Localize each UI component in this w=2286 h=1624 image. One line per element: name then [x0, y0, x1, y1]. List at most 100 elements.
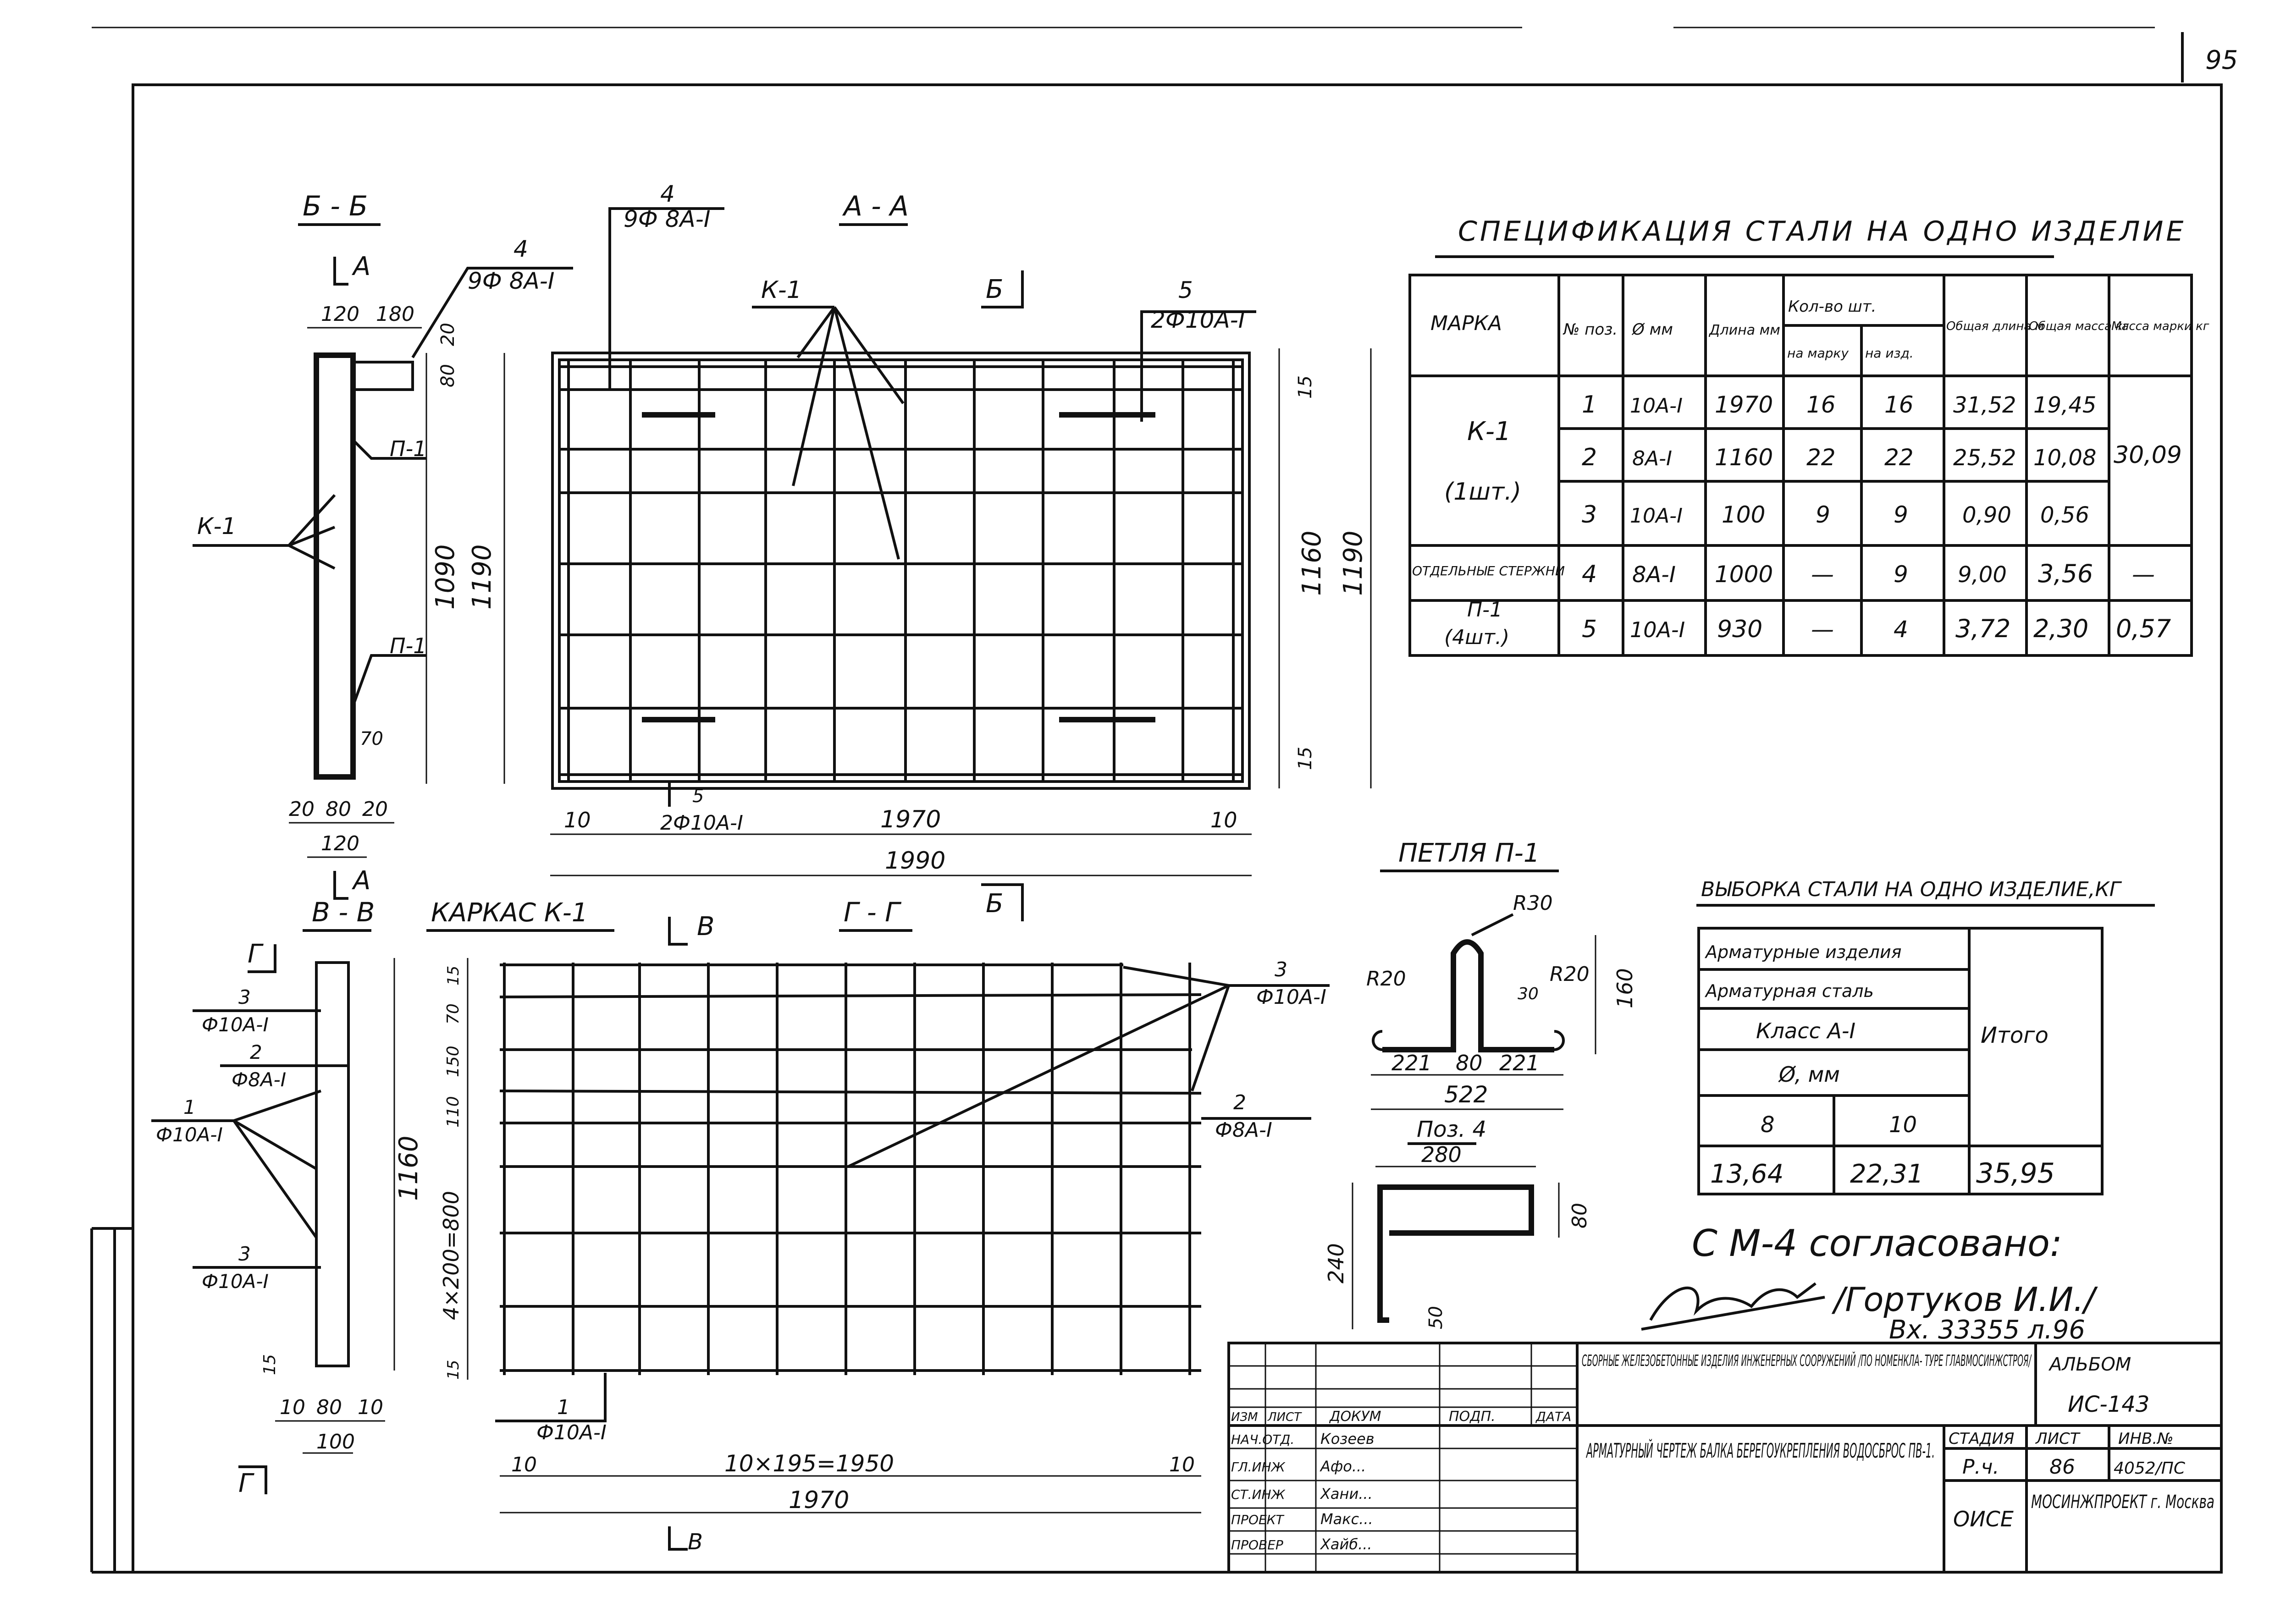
left-strip [90, 1227, 133, 1574]
inv-value: 4052/ПС [2114, 1459, 2186, 1478]
svg-text:5: 5 [1582, 616, 1597, 643]
selection-row4: Ø, мм [1778, 1062, 1840, 1087]
svg-text:10,08: 10,08 [2033, 445, 2096, 471]
callout-vv-pos1-bar: Ф10А-I [156, 1123, 223, 1146]
svg-text:ДОКУМ: ДОКУМ [1329, 1409, 1381, 1425]
section-aa: А - А 4 9Ф 8А-I К-1 Б 5 2Ф10А-I [550, 181, 1372, 921]
dim-aa-1190: 1190 [1338, 530, 1368, 596]
svg-text:0,56: 0,56 [2040, 502, 2089, 528]
dim-gg-15: 15 [444, 966, 463, 985]
dim-bb-80-b: 80 [326, 798, 351, 821]
marker-g-bottom-vv: Г [238, 1469, 254, 1498]
dim-p1-522: 522 [1444, 1081, 1488, 1108]
selection-row2: Арматурная сталь [1704, 981, 1874, 1001]
svg-text:9: 9 [1894, 561, 1908, 588]
svg-text:31,52: 31,52 [1953, 392, 2016, 418]
marker-g-top-vv: Г [248, 939, 264, 969]
loop-p1: ПЕТЛЯ П-1 R30 R20 R20 30 160 221 80 221 … [1324, 838, 1637, 1329]
dim-aa-1160: 1160 [1297, 530, 1327, 596]
spec-header-total-length: Общая длина м [1946, 319, 2044, 333]
sheet-value: 86 [2049, 1455, 2075, 1479]
marker-v-bottom: В [688, 1529, 703, 1555]
svg-text:9: 9 [1816, 501, 1830, 528]
spec-header-qty: Кол-во шт. [1788, 297, 1876, 316]
loop-p1-title: ПЕТЛЯ П-1 [1398, 838, 1540, 868]
dim-pos4-80: 80 [1568, 1203, 1591, 1228]
svg-text:ГЛ.ИНЖ: ГЛ.ИНЖ [1231, 1459, 1286, 1475]
org-name-text: МОСИНЖПРОЕКТ г. Москва [2031, 1492, 2214, 1513]
spec-group-k1-mass: 30,09 [2114, 441, 2182, 469]
spec-table-title: СПЕЦИФИКАЦИЯ СТАЛИ НА ОДНО ИЗДЕЛИЕ [1458, 215, 2186, 248]
svg-text:Макс...: Макс... [1320, 1510, 1373, 1528]
org-name: МОСИНЖПРОЕКТ г. Москва [2031, 1492, 2214, 1513]
approval-name: /Гортуков И.И./ [1831, 1280, 2098, 1319]
dim-gg-10-r: 10 [1169, 1453, 1195, 1476]
dim-aa-1990: 1990 [885, 847, 945, 875]
dim-vv-10-l: 10 [280, 1396, 305, 1419]
dim-bb-120-b: 120 [321, 832, 359, 855]
callout-vv-pos3: 3 [238, 986, 251, 1008]
spec-group-k1: К-1 [1467, 417, 1511, 446]
svg-text:ДАТА: ДАТА [1535, 1409, 1571, 1424]
svg-text:0,90: 0,90 [1962, 502, 2011, 528]
callout-gg-pos2-bar: Ф8А-I [1215, 1118, 1272, 1142]
callout-bb-k1: К-1 [197, 513, 236, 539]
dim-bb-20-r: 20 [362, 798, 388, 821]
svg-text:1160: 1160 [1715, 444, 1773, 471]
spec-header-qty-mark: на марку [1787, 346, 1849, 361]
dim-bb-80-top: 80 [437, 364, 458, 387]
aa-grid [559, 360, 1242, 782]
marker-a-bottom: А [352, 866, 370, 896]
callout-vv-pos3-bar: Ф10А-I [202, 1013, 269, 1036]
svg-text:16: 16 [1806, 391, 1836, 418]
callout-bb-pos4: 4 [514, 236, 528, 262]
svg-text:1970: 1970 [1715, 391, 1773, 418]
callout-gg-pos3-bar: Ф10А-I [1256, 985, 1326, 1009]
dim-gg-70: 70 [444, 1003, 463, 1024]
selection-d10: 10 [1889, 1112, 1917, 1138]
svg-text:4: 4 [1582, 561, 1597, 588]
album-title-text: СБОРНЫЕ ЖЕЛЕЗОБЕТОННЫЕ ИЗДЕЛИЯ ИНЖЕНЕРНЫ… [1582, 1351, 2032, 1370]
dim-bb-20-top: 20 [437, 323, 458, 346]
callout-vv-pos2-bar: Ф8А-I [232, 1068, 286, 1091]
selection-d8: 8 [1761, 1112, 1775, 1138]
dim-p1-221-r: 221 [1499, 1051, 1540, 1075]
svg-text:ПРОВЕР: ПРОВЕР [1231, 1537, 1283, 1552]
svg-text:930: 930 [1717, 616, 1762, 643]
svg-text:1: 1 [1582, 391, 1597, 418]
callout-gg-pos1: 1 [557, 1396, 570, 1419]
selection-v10: 22,31 [1850, 1159, 1923, 1189]
svg-text:ЛИСТ: ЛИСТ [1267, 1410, 1302, 1424]
selection-total-label: Итого [1981, 1023, 2049, 1048]
marker-a-top: А [352, 252, 370, 281]
dim-p1-r20-r: R20 [1550, 963, 1590, 986]
org-short: ОИСЕ [1953, 1507, 2014, 1531]
callout-aa-pos5-bottom: 5 [692, 786, 704, 807]
spec-group-p1-count: (4шт.) [1444, 626, 1509, 649]
svg-text:8А-I: 8А-I [1632, 447, 1672, 470]
marker-v-top: В [697, 912, 714, 941]
spec-header-mark: МАРКА [1430, 312, 1502, 335]
svg-text:2: 2 [1582, 444, 1597, 471]
svg-text:Хани...: Хани... [1320, 1485, 1373, 1503]
spec-header-mark-mass: Масса марки кг [2111, 319, 2209, 333]
spec-row-1: 1 10А-I 1970 16 16 31,52 19,45 [1582, 391, 2096, 418]
dim-bb-180: 180 [376, 303, 414, 326]
callout-gg-pos2: 2 [1233, 1091, 1246, 1114]
dim-vv-15: 15 [260, 1354, 279, 1375]
dim-bb-120: 120 [321, 303, 359, 326]
dim-gg-10x195: 10×195=1950 [724, 1450, 894, 1477]
spec-table: СПЕЦИФИКАЦИЯ СТАЛИ НА ОДНО ИЗДЕЛИЕ МАРКА… [1408, 215, 2209, 657]
svg-text:19,45: 19,45 [2033, 392, 2096, 418]
revision-grid [1229, 1343, 1577, 1572]
dim-bb-70: 70 [360, 728, 383, 749]
stage-value: Р.ч. [1962, 1455, 1999, 1479]
dim-gg-110: 110 [444, 1096, 463, 1128]
svg-text:Хайб...: Хайб... [1320, 1536, 1372, 1553]
svg-text:Афо...: Афо... [1320, 1458, 1366, 1475]
signature [1641, 1282, 1825, 1331]
dim-gg-15-b: 15 [444, 1360, 463, 1380]
svg-text:ПОДП.: ПОДП. [1449, 1409, 1496, 1425]
svg-text:10А-I: 10А-I [1630, 617, 1685, 642]
stage-label: СТАДИЯ [1949, 1430, 2014, 1448]
